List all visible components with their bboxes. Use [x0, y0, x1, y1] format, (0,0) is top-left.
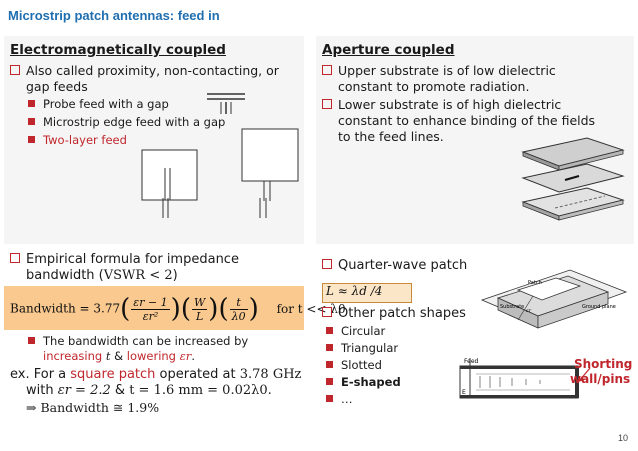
page-number: 10 — [617, 433, 628, 443]
two-layer-feed-figure-right — [241, 128, 299, 201]
em-coupled-line1: Also called proximity, non-contacting, o… — [10, 63, 279, 79]
shape-e-shaped: E-shaped — [326, 375, 401, 390]
shape-circular: Circular — [326, 324, 385, 339]
checkbox-icon — [322, 307, 332, 317]
aperture-stack-figure — [521, 137, 625, 221]
two-layer-feed-figure-left — [141, 149, 198, 201]
bullet-icon — [28, 118, 35, 125]
checkbox-icon — [10, 253, 20, 263]
patch-label: Patch — [528, 280, 542, 286]
shorting-label-line1: Shorting — [574, 357, 633, 371]
impedance-note-line2: increasing t & lowering εr. — [43, 349, 195, 363]
example-line3: ⇒ Bandwidth ≅ 1.9% — [26, 400, 160, 415]
bullet-icon — [28, 100, 35, 107]
quarter-wave-heading: Quarter-wave patch — [322, 258, 467, 274]
shorting-label-line2: wall/pins — [570, 372, 631, 386]
em-coupled-heading: Electromagnetically coupled — [10, 42, 226, 58]
quarter-wave-3d-figure: Patch Substrate εr Ground plane — [480, 269, 628, 329]
aperture-b2-line2: constant to enhance binding of the field… — [338, 113, 596, 128]
impedance-note-line1: The bandwidth can be increased by — [28, 334, 248, 349]
quarter-wave-formula-box — [322, 283, 412, 303]
example-line1: ex. For a square patch operated at 3.78 … — [10, 367, 302, 382]
formula-highlight — [4, 286, 304, 330]
aperture-b1-line1: Upper substrate is of low dielectric — [322, 63, 556, 79]
two-layer-feed-stubs — [162, 198, 267, 218]
em-item-two-layer: Two-layer feed — [28, 133, 127, 148]
impedance-line1: Empirical formula for impedance — [10, 252, 239, 268]
substrate-label: Substrate — [500, 304, 524, 310]
bullet-icon — [326, 378, 333, 385]
checkbox-icon — [322, 99, 332, 109]
shape-slotted: Slotted — [326, 358, 382, 373]
shape-more: … — [326, 392, 353, 407]
aperture-b2-line1: Lower substrate is of high dielectric — [322, 97, 561, 113]
em-coupled-line2: gap feeds — [26, 79, 88, 94]
bullet-icon — [326, 344, 333, 351]
impedance-line2: bandwidth (VSWR < 2) — [26, 268, 178, 283]
shape-triangular: Triangular — [326, 341, 398, 356]
checkbox-icon — [322, 259, 332, 269]
em-item-edge: Microstrip edge feed with a gap — [28, 115, 225, 130]
ground-plane-label: Ground plane — [582, 304, 616, 310]
checkbox-icon — [10, 65, 20, 75]
other-shapes-heading: Other patch shapes — [322, 306, 466, 322]
slide-title: Microstrip patch antennas: feed in — [8, 8, 220, 23]
checkbox-icon — [322, 65, 332, 75]
er-label: εr — [526, 308, 532, 314]
example-line2: with εr = 2.2 & t = 1.6 mm = 0.02λ0. — [26, 383, 272, 398]
aperture-b1-line2: constant to promote radiation. — [338, 79, 530, 94]
bullet-icon — [28, 337, 35, 344]
bullet-icon — [326, 395, 333, 402]
bullet-icon — [326, 327, 333, 334]
probe-feed-figure — [207, 93, 245, 114]
bullet-icon — [326, 361, 333, 368]
quarter-wave-formula: L ≈ λd /4 — [326, 284, 383, 298]
aperture-heading: Aperture coupled — [322, 42, 455, 58]
aperture-b2-line3: to the feed lines. — [338, 129, 444, 144]
shorting-wall-figure: Feed E — [459, 358, 591, 399]
bullet-icon — [28, 136, 35, 143]
em-item-probe: Probe feed with a gap — [28, 97, 169, 112]
e-field-label: E — [462, 389, 466, 396]
feed-label: Feed — [464, 358, 479, 365]
